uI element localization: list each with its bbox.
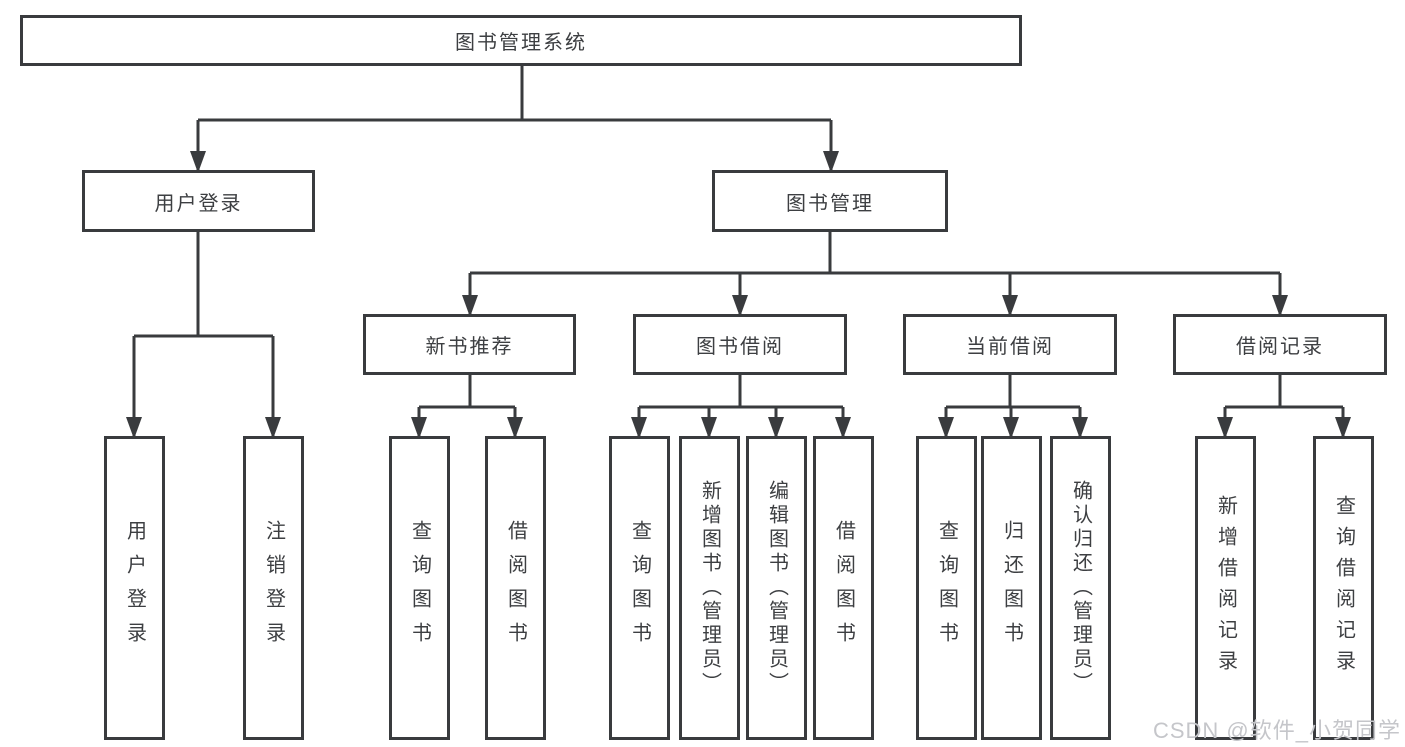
leaf-borrow-books-1: 借阅图书 [485, 436, 546, 740]
leaf-query-books-2: 查询图书 [609, 436, 670, 740]
leaf-logout: 注销登录 [243, 436, 304, 740]
connector-current-borrowing [938, 375, 1088, 439]
leaf-query-books-3: 查询图书 [916, 436, 977, 740]
node-user-login: 用户登录 [82, 170, 315, 232]
node-new-book-recommend: 新书推荐 [363, 314, 576, 375]
leaf-add-borrow-record: 新增借阅记录 [1195, 436, 1256, 740]
connector-borrowing-records [1217, 375, 1351, 439]
node-book-management: 图书管理 [712, 170, 948, 232]
node-root: 图书管理系统 [20, 15, 1022, 66]
node-current-borrowing: 当前借阅 [903, 314, 1117, 375]
node-book-borrowing: 图书借阅 [633, 314, 847, 375]
leaf-add-book-admin: 新增图书（管理员） [679, 436, 740, 740]
connector-book-management [462, 232, 1288, 317]
connector-root [190, 66, 839, 173]
leaf-return-books: 归还图书 [981, 436, 1042, 740]
connector-book-borrowing [631, 375, 851, 439]
leaf-edit-book-admin: 编辑图书（管理员） [746, 436, 807, 740]
leaf-user-login: 用户登录 [104, 436, 165, 740]
connector-new-book-recommend [411, 375, 523, 439]
leaf-borrow-books-2: 借阅图书 [813, 436, 874, 740]
node-borrowing-records: 借阅记录 [1173, 314, 1387, 375]
leaf-confirm-return-admin: 确认归还（管理员） [1050, 436, 1111, 740]
leaf-query-books-1: 查询图书 [389, 436, 450, 740]
csdn-watermark: CSDN @软件_小贺同学 [1152, 718, 1401, 743]
connector-user-login [126, 232, 281, 439]
leaf-query-borrow-record: 查询借阅记录 [1313, 436, 1374, 740]
